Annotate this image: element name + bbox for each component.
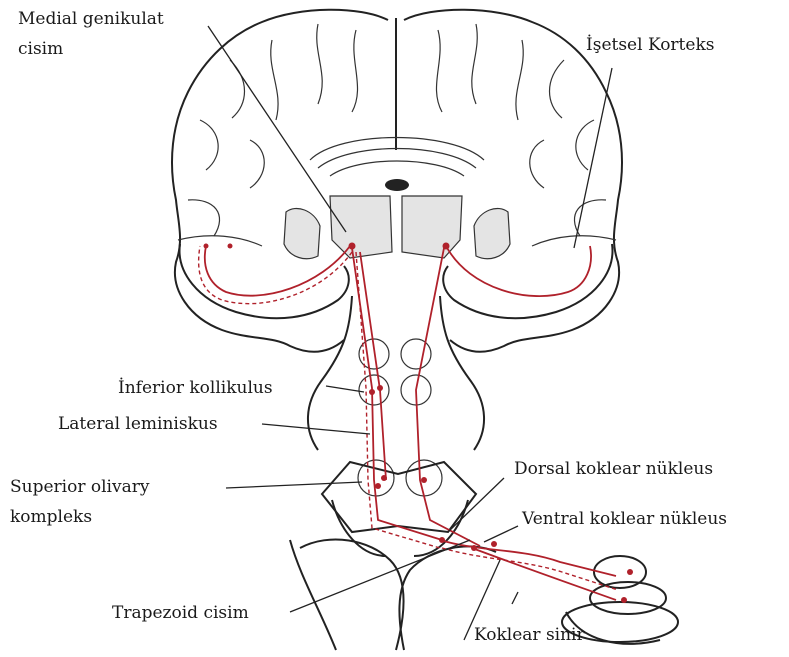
- label-superior-olivary: Superior olivary: [10, 477, 150, 497]
- auditory-pathway: [199, 246, 618, 600]
- nucleus-dot: [369, 389, 375, 395]
- left-hemisphere: [172, 10, 388, 352]
- nucleus-dot: [621, 597, 627, 603]
- nucleus-dot: [349, 243, 356, 250]
- label-dorsal-koklear: Dorsal koklear nükleus: [514, 459, 713, 479]
- nucleus-dot: [491, 541, 497, 547]
- nucleus-dot: [439, 537, 445, 543]
- label-medial-genikulat: Medial genikulat: [18, 9, 164, 29]
- nucleus-dot: [471, 545, 477, 551]
- nucleus-dot: [627, 569, 633, 575]
- label-isitsel-korteks: İşetsel Korteks: [586, 34, 714, 55]
- label-superior-olivary-kompleks: kompleks: [10, 507, 92, 527]
- right-temporal-lobe: [443, 244, 612, 318]
- nucleus-dot: [421, 477, 427, 483]
- label-ventral-koklear: Ventral koklear nükleus: [521, 509, 727, 529]
- label-lateral-leminiskus: Lateral leminiskus: [58, 414, 218, 434]
- right-thalamus: [402, 196, 462, 258]
- label-koklear-sinir: Koklear sinir: [474, 625, 585, 645]
- right-basal-ganglia: [474, 208, 510, 258]
- nucleus-dot: [228, 244, 233, 249]
- label-medial-genikulat-cisim: cisim: [18, 39, 63, 59]
- nucleus-dot: [204, 244, 209, 249]
- labels: Medial genikulat cisim İşetsel Korteks İ…: [10, 9, 727, 645]
- label-trapezoid: Trapezoid cisim: [112, 603, 249, 623]
- nucleus-dot: [381, 475, 387, 481]
- nucleus-dot: [377, 385, 383, 391]
- label-inferior-kollikulus: İnferior kollikulus: [118, 377, 273, 398]
- nucleus-dot: [443, 243, 450, 250]
- left-basal-ganglia: [284, 208, 320, 258]
- leader-lines: [208, 26, 612, 640]
- nucleus-dot: [375, 483, 381, 489]
- left-thalamus: [330, 196, 392, 258]
- right-hemisphere: [404, 10, 622, 352]
